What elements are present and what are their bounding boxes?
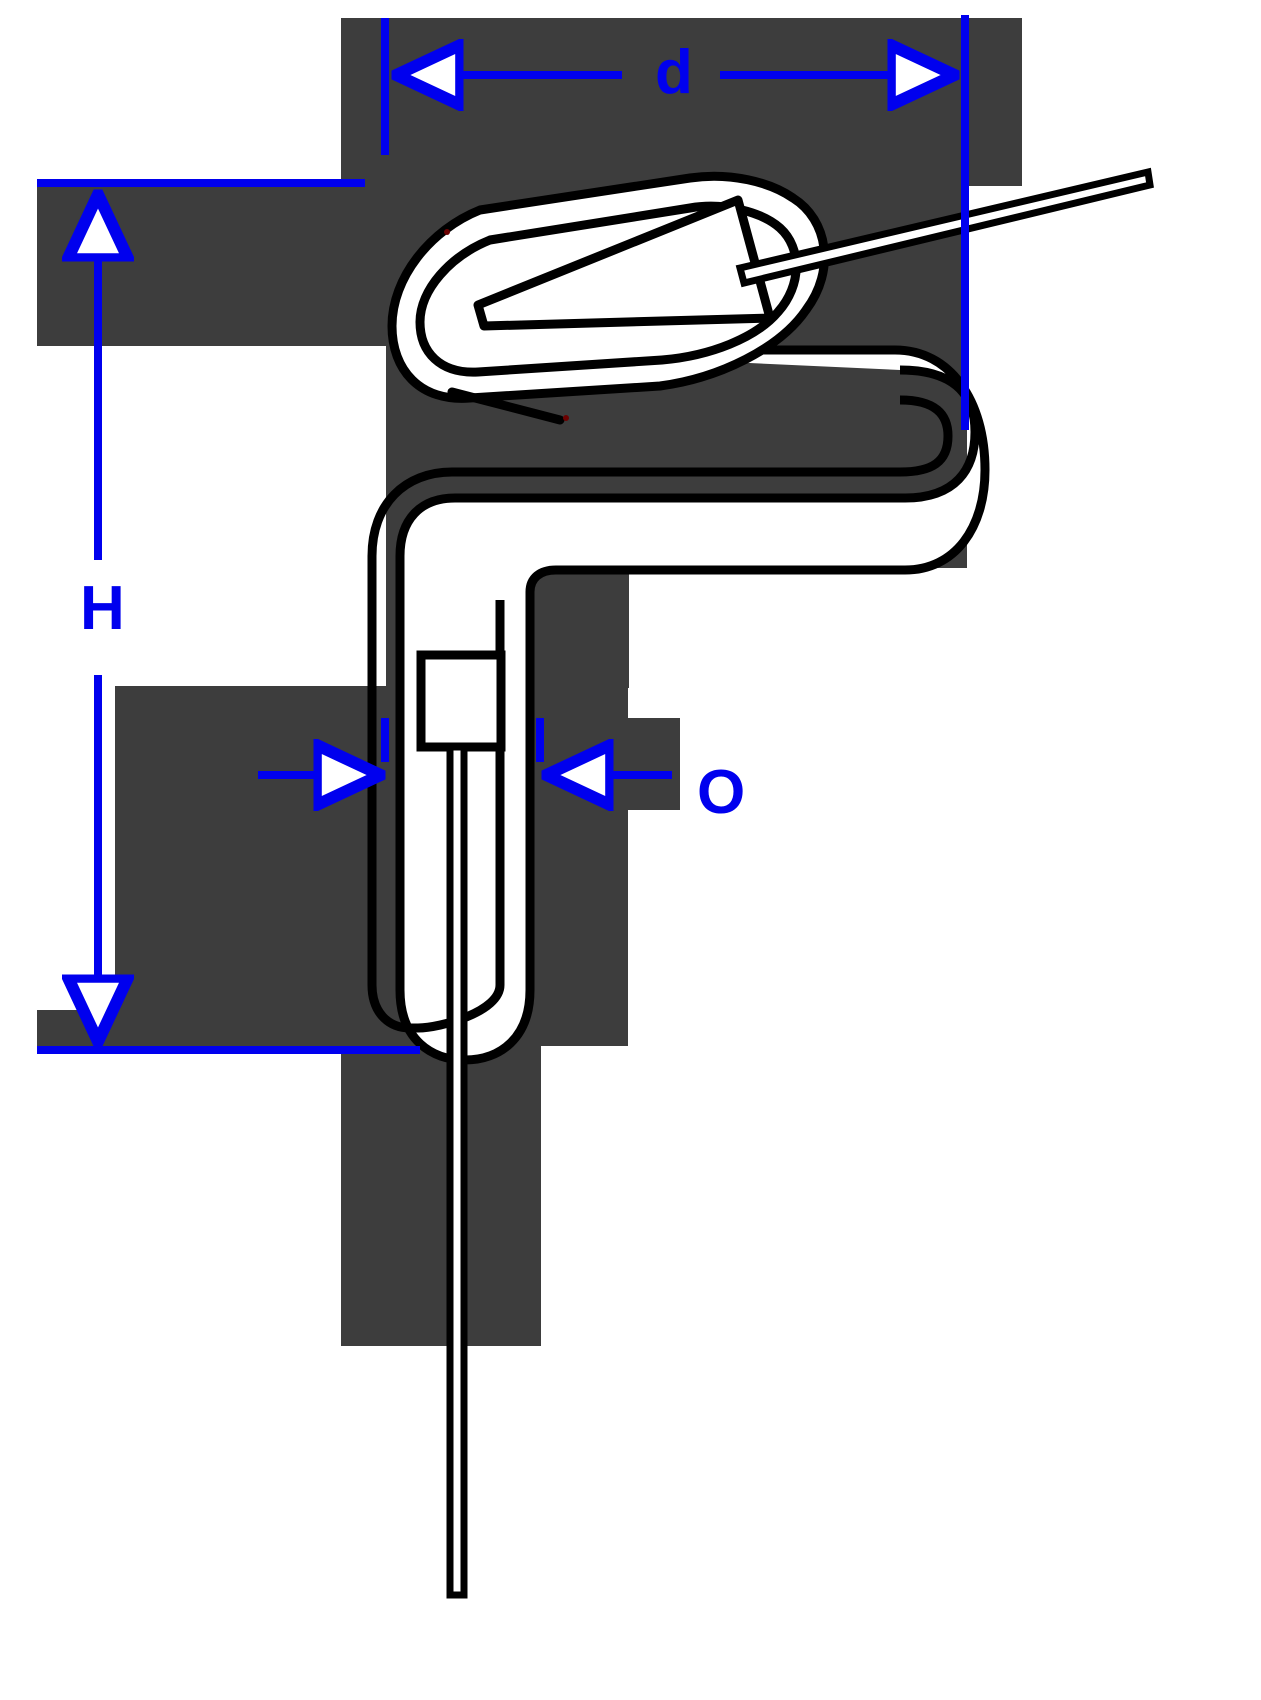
- dimension-label-o: O: [697, 758, 746, 827]
- shadow-block: [37, 186, 115, 346]
- dimension-annotations: [37, 15, 969, 1054]
- registration-dot: [444, 229, 450, 235]
- clip-needle-wire: [446, 743, 468, 1599]
- clip-tail-wire: [735, 167, 1154, 288]
- paperclip-artwork: [367, 167, 1154, 1599]
- shadow-block: [341, 1046, 541, 1346]
- shadow-block: [540, 718, 680, 810]
- dimension-label-h: H: [80, 574, 125, 643]
- registration-dot: [563, 415, 569, 421]
- dimension-label-d: d: [655, 38, 693, 107]
- clip-connector-leg: [447, 387, 565, 425]
- clip-upper-inner-loop: [415, 201, 801, 377]
- clip-inner-wire: [367, 395, 953, 1033]
- shadow-block: [37, 1010, 115, 1050]
- clip-stem-block: [416, 650, 506, 752]
